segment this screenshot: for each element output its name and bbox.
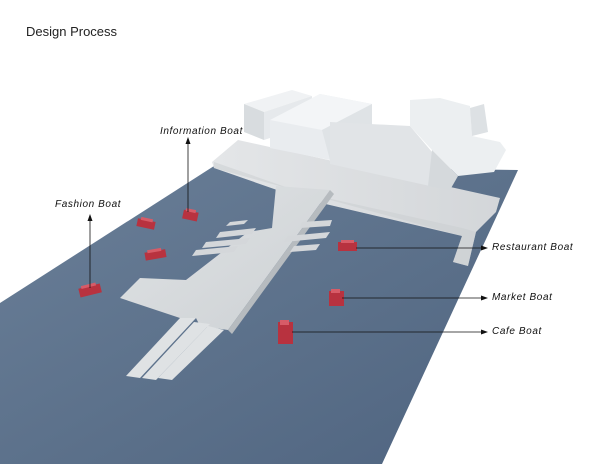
diagram-title: Design Process xyxy=(26,24,118,39)
fashion-boat-marker xyxy=(78,282,102,298)
buildings xyxy=(244,90,506,190)
information-boat-label: Information Boat xyxy=(160,126,243,137)
leader-lines xyxy=(87,137,488,335)
restaurant-boat-label: Restaurant Boat xyxy=(492,242,574,253)
fashion-arrow xyxy=(87,214,93,221)
central-pier xyxy=(120,186,330,330)
market-boat-label: Market Boat xyxy=(492,292,553,303)
cafe-boat-label: Cafe Boat xyxy=(492,326,542,337)
boats xyxy=(78,208,357,344)
information-arrow xyxy=(185,137,191,144)
boat-marker xyxy=(144,247,167,261)
promenade xyxy=(212,140,500,266)
cafe-boat-marker xyxy=(278,320,293,344)
pier-fingers xyxy=(192,220,332,256)
market-arrow xyxy=(481,295,488,301)
boat-marker xyxy=(136,216,156,230)
cafe-arrow xyxy=(481,329,488,335)
promenade-edge xyxy=(214,162,476,266)
water-surface xyxy=(0,166,518,464)
fashion-boat-label: Fashion Boat xyxy=(55,199,122,210)
slipways xyxy=(126,318,224,380)
restaurant-boat-marker xyxy=(338,240,357,251)
restaurant-arrow xyxy=(481,245,488,251)
market-boat-marker xyxy=(329,289,344,306)
